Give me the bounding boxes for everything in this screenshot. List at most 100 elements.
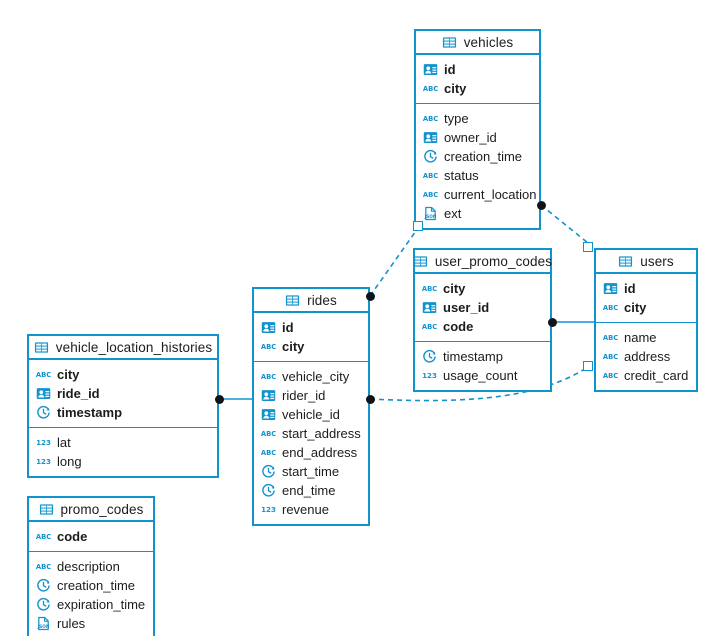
field-name: long [57, 454, 82, 469]
field-creation_time[interactable]: creation_time [416, 147, 539, 166]
clock-icon [36, 405, 51, 420]
field-name: city [444, 81, 467, 96]
field-name: revenue [282, 502, 329, 517]
svg-text:ABC: ABC [603, 304, 618, 312]
entity-title-users[interactable]: users [596, 250, 696, 274]
entity-title-rides[interactable]: rides [254, 289, 368, 313]
column-group: 123 lat 123 long [29, 427, 217, 476]
field-ride_id[interactable]: ride_id [29, 384, 217, 403]
entity-name: vehicle_location_histories [55, 339, 213, 355]
field-rider_id[interactable]: rider_id [254, 386, 368, 405]
field-timestamp[interactable]: timestamp [415, 347, 550, 366]
field-name: end_address [282, 445, 358, 460]
entity-title-promo_codes[interactable]: promo_codes [29, 498, 153, 522]
abc-text-icon: ABC [603, 368, 618, 383]
field-id[interactable]: id [596, 279, 696, 298]
id-badge-icon [36, 386, 51, 401]
abc-text-icon: ABC [36, 559, 51, 574]
field-expiration_time[interactable]: expiration_time [29, 595, 153, 614]
abc-text-icon: ABC [261, 339, 276, 354]
field-end_time[interactable]: end_time [254, 481, 368, 500]
field-name: status [444, 168, 479, 183]
table-grid-icon [34, 340, 49, 355]
svg-text:123: 123 [36, 438, 51, 447]
abc-text-icon: ABC [423, 168, 438, 183]
relationship-source-dot-marker [548, 318, 557, 327]
id-badge-icon [423, 62, 438, 77]
field-name: user_id [443, 300, 490, 315]
entity-title-user_promo_codes[interactable]: user_promo_codes [413, 250, 552, 274]
id-badge-icon [261, 388, 276, 403]
relationship-rides-vehicles[interactable] [369, 227, 419, 297]
field-timestamp[interactable]: timestamp [29, 403, 217, 422]
field-name: expiration_time [57, 597, 146, 612]
field-owner_id[interactable]: owner_id [416, 128, 539, 147]
field-name: usage_count [443, 368, 518, 383]
field-name: creation_time [57, 578, 136, 593]
entity-title-vehicles[interactable]: vehicles [416, 31, 539, 55]
svg-text:ABC: ABC [423, 172, 438, 180]
field-vehicle_id[interactable]: vehicle_id [254, 405, 368, 424]
field-name: vehicle_city [282, 369, 350, 384]
relationship-source-dot-marker [366, 395, 375, 404]
entity-name: rides [307, 292, 337, 308]
field-name: current_location [444, 187, 537, 202]
abc-text-icon: ABC [603, 300, 618, 315]
field-name: end_time [282, 483, 336, 498]
field-status[interactable]: ABC status [416, 166, 539, 185]
relationship-vehicles-users[interactable] [540, 204, 589, 244]
field-name: timestamp [443, 349, 503, 364]
field-name: lat [57, 435, 71, 450]
field-creation_time[interactable]: creation_time [29, 576, 153, 595]
entity-name: users [640, 253, 674, 269]
field-id[interactable]: id [416, 60, 539, 79]
relationship-target-square-marker [583, 361, 593, 371]
svg-text:ABC: ABC [261, 343, 276, 351]
field-long[interactable]: 123 long [29, 452, 217, 471]
field-start_time[interactable]: start_time [254, 462, 368, 481]
123-number-icon: 123 [36, 454, 51, 469]
123-number-icon: 123 [36, 435, 51, 450]
relationship-source-dot-marker [537, 201, 546, 210]
svg-text:123: 123 [36, 457, 51, 466]
field-name: timestamp [57, 405, 123, 420]
field-user_id[interactable]: user_id [415, 298, 550, 317]
field-lat[interactable]: 123 lat [29, 433, 217, 452]
field-id[interactable]: id [254, 318, 368, 337]
field-name: city [443, 281, 466, 296]
field-name: creation_time [444, 149, 523, 164]
entity-title-vehicle_location_histories[interactable]: vehicle_location_histories [29, 336, 217, 360]
abc-text-icon: ABC [603, 330, 618, 345]
